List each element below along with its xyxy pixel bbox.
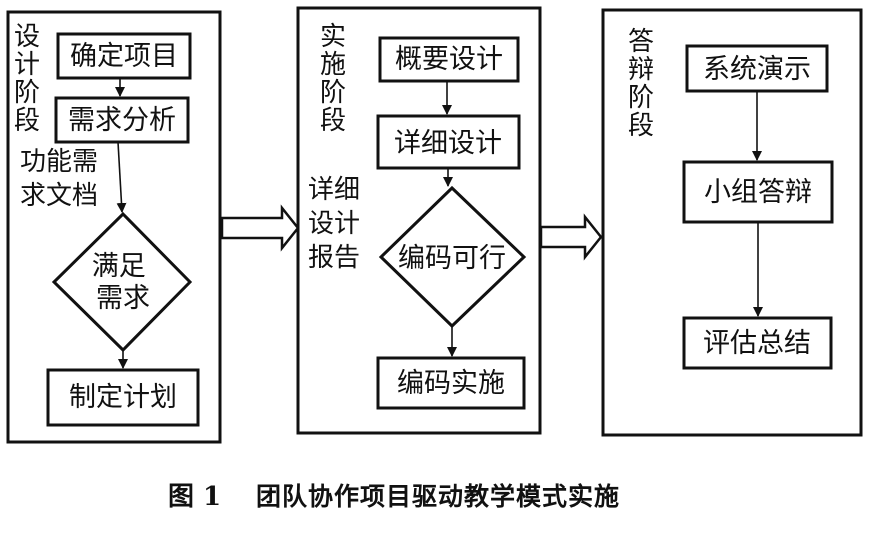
evaluation-summary-label: 评估总结: [703, 328, 811, 359]
outline-design-label: 概要设计: [395, 44, 503, 75]
make-plan-label: 制定计划: [69, 382, 177, 413]
implementation-stage-label: 实 施 阶 段: [320, 22, 354, 136]
system-demo-box: [685, 44, 829, 93]
detailed-design-report-note: 详细 设计 报告: [308, 175, 368, 273]
outline-design-box: [378, 36, 520, 83]
make-plan-box: [46, 368, 200, 427]
coding-feasible-label: 编码可行: [398, 243, 506, 274]
figure-number: 图 1: [168, 482, 221, 512]
coding-implementation-label: 编码实施: [397, 368, 505, 399]
coding-implementation-box: [376, 356, 526, 410]
detailed-design-box: [376, 114, 521, 170]
figure-caption: 团队协作项目驱动教学模式实施: [256, 482, 620, 511]
stage-transition-arrow-2: [539, 213, 603, 261]
detailed-design-label: 详细设计: [394, 128, 502, 159]
stage-transition-arrow-1: [220, 204, 300, 252]
evaluation-summary-box: [682, 316, 833, 370]
requirement-analysis-label: 需求分析: [68, 105, 176, 136]
design-stage-label: 设 计 阶 段: [14, 22, 48, 136]
system-demo-label: 系统演示: [703, 54, 811, 85]
implementation-stage-panel: 实 施 阶 段 概要设计 详细设计 详细 设计 报告 编码可行 编码实施: [296, 6, 542, 435]
define-project-box: [56, 32, 192, 80]
meet-requirement-label: 满足 需求: [92, 251, 155, 314]
group-defense-label: 小组答辩: [704, 177, 812, 208]
requirement-analysis-box: [54, 96, 190, 144]
design-stage-panel: 设 计 阶 段 确定项目 需求分析 功能需 求文档 满足 需求 制定计划: [6, 10, 222, 444]
define-project-label: 确定项目: [70, 41, 178, 72]
requirement-doc-note: 功能需 求文档: [20, 147, 106, 211]
arrow-analysis-to-decision: [116, 141, 127, 213]
defense-stage-label: 答 辩 阶 段: [628, 27, 662, 141]
defense-stage-panel: 答 辩 阶 段 系统演示 小组答辩 评估总结: [601, 8, 863, 437]
